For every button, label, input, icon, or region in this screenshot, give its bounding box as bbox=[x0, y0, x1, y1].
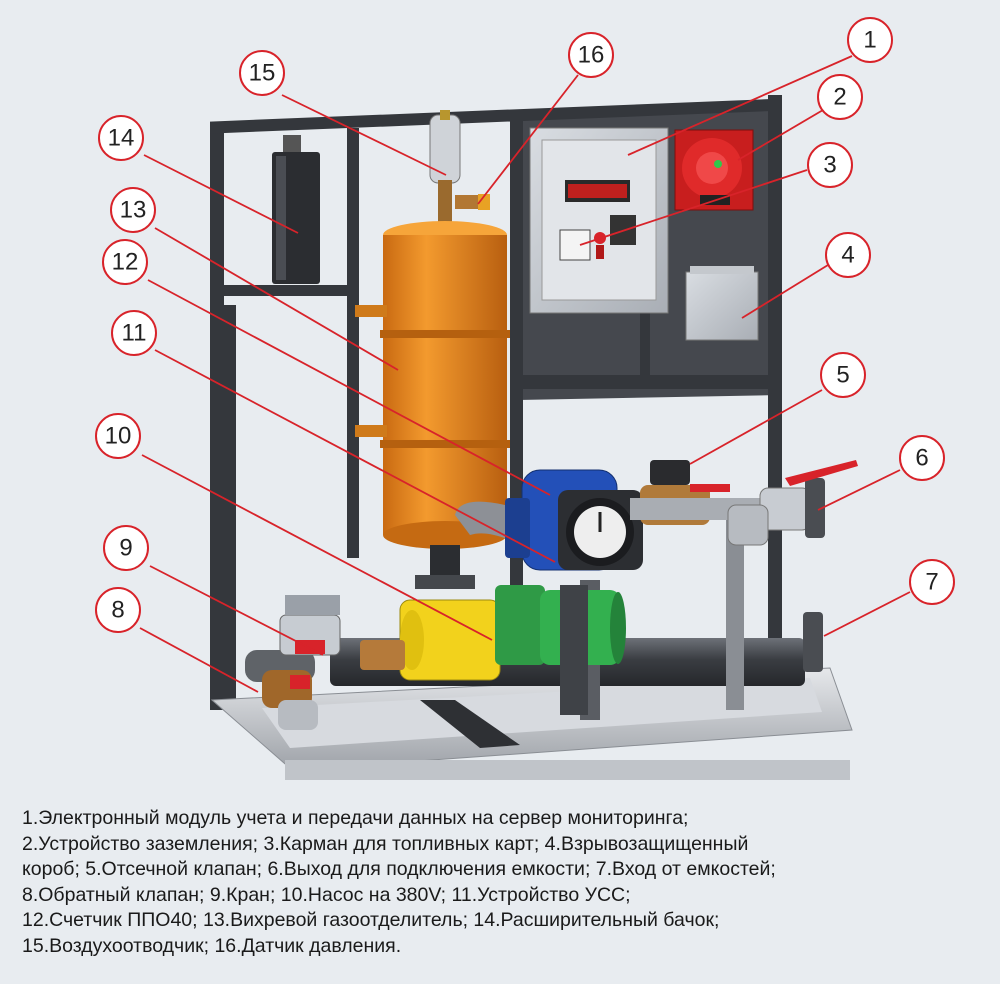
explosion-proof-box bbox=[685, 266, 759, 341]
svg-text:8: 8 bbox=[111, 597, 124, 624]
electronic-module-cabinet bbox=[529, 127, 669, 314]
svg-text:14: 14 bbox=[108, 125, 135, 152]
callout-4: 4 bbox=[825, 232, 871, 278]
svg-text:13: 13 bbox=[120, 197, 147, 224]
svg-text:1: 1 bbox=[863, 27, 876, 54]
svg-text:16: 16 bbox=[578, 42, 605, 69]
callout-12: 12 bbox=[102, 239, 148, 285]
expansion-tank bbox=[272, 135, 320, 284]
vortex-gas-separator bbox=[355, 110, 510, 589]
callouts: 1 2 3 4 5 6 7 8 9 10 11 12 13 14 15 16 bbox=[95, 17, 955, 633]
svg-text:5: 5 bbox=[836, 362, 849, 389]
callout-10: 10 bbox=[95, 413, 141, 459]
callout-13: 13 bbox=[110, 187, 156, 233]
shutoff-valve bbox=[630, 460, 760, 525]
legend-caption: 1.Электронный модуль учета и передачи да… bbox=[22, 806, 992, 959]
callout-2: 2 bbox=[817, 74, 863, 120]
ball-valve bbox=[279, 595, 341, 689]
svg-text:9: 9 bbox=[119, 535, 132, 562]
legend-line: 15.Воздухоотводчик; 16.Датчик давления. bbox=[22, 934, 402, 957]
legend-line: 12.Счетчик ППО40; 13.Вихревой газоотдели… bbox=[22, 909, 720, 931]
svg-text:2: 2 bbox=[833, 84, 846, 111]
callout-7: 7 bbox=[909, 559, 955, 605]
legend-line: 2.Устройство заземления; 3.Карман для то… bbox=[22, 832, 749, 855]
callout-15: 15 bbox=[239, 50, 285, 96]
leader-lines bbox=[139, 55, 911, 693]
callout-14: 14 bbox=[98, 115, 144, 161]
svg-text:3: 3 bbox=[823, 152, 836, 179]
callout-6: 6 bbox=[899, 435, 945, 481]
legend-line: короб; 5.Отсечной клапан; 6.Выход для по… bbox=[22, 858, 776, 880]
legend-line: 8.Обратный клапан; 9.Кран; 10.Насос на 3… bbox=[22, 883, 631, 906]
svg-text:12: 12 bbox=[112, 249, 139, 276]
svg-text:10: 10 bbox=[105, 423, 132, 450]
callout-11: 11 bbox=[111, 310, 157, 356]
equipment-illustration: 1 2 3 4 5 6 7 8 9 10 11 12 13 14 15 16 bbox=[95, 17, 955, 780]
svg-text:4: 4 bbox=[841, 242, 854, 269]
tank-outlet bbox=[727, 460, 858, 546]
svg-text:7: 7 bbox=[925, 569, 938, 596]
uss-device bbox=[558, 490, 643, 715]
svg-text:6: 6 bbox=[915, 445, 928, 472]
grounding-device bbox=[674, 129, 754, 211]
svg-text:15: 15 bbox=[249, 60, 276, 87]
callout-16: 16 bbox=[568, 32, 614, 78]
base-frame bbox=[210, 667, 853, 780]
callout-5: 5 bbox=[820, 352, 866, 398]
callout-8: 8 bbox=[95, 587, 141, 633]
callout-1: 1 bbox=[847, 17, 893, 63]
callout-9: 9 bbox=[103, 525, 149, 571]
legend-line: 1.Электронный модуль учета и передачи да… bbox=[22, 807, 689, 829]
svg-text:11: 11 bbox=[122, 320, 147, 347]
callout-3: 3 bbox=[807, 142, 853, 188]
